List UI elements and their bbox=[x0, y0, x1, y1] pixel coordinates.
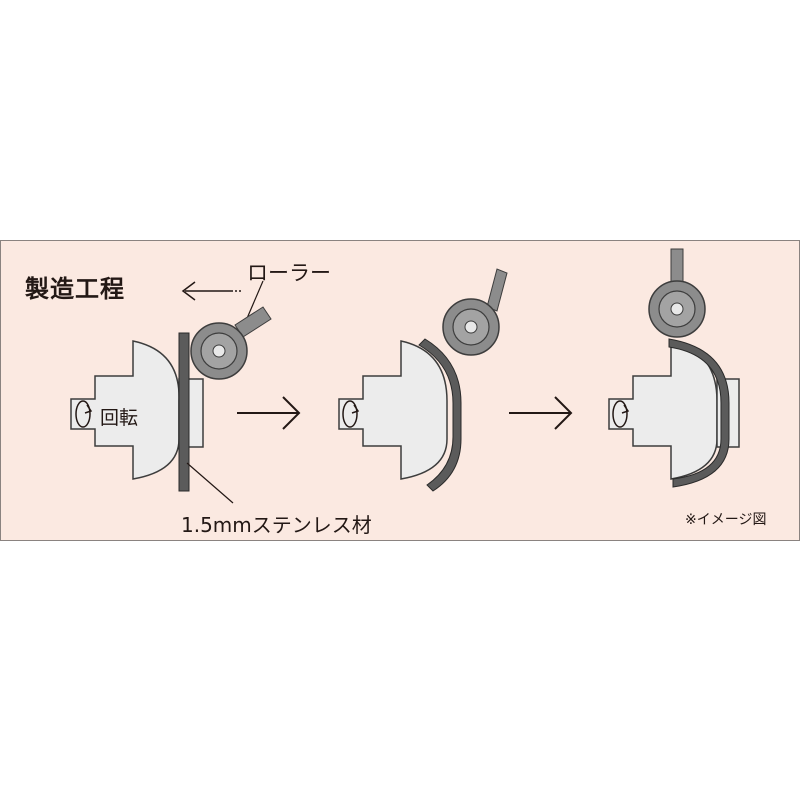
stage-3-roller bbox=[648, 248, 706, 338]
roller-arrow bbox=[181, 280, 264, 324]
rotation-label: 回転 bbox=[100, 407, 139, 429]
stage-3-stainless-sheet bbox=[668, 338, 730, 488]
stage-2-mold bbox=[338, 340, 448, 480]
stage-2-roller bbox=[442, 268, 508, 356]
stage-1-mold bbox=[70, 340, 204, 480]
material-leader-line bbox=[186, 462, 234, 504]
stage-1-stainless-sheet bbox=[178, 332, 190, 492]
process-diagram bbox=[70, 248, 740, 504]
stage-1-roller bbox=[190, 306, 272, 380]
process-diagram-panel: 製造工程 ローラー 回転 1.5mmステンレス材 ※イメージ図 bbox=[0, 240, 800, 541]
stage-3-rotation-icon bbox=[612, 400, 630, 428]
page-title: 製造工程 bbox=[25, 275, 125, 303]
stage-3 bbox=[608, 248, 740, 488]
stage-1-rotation-icon bbox=[75, 400, 93, 428]
roller-label: ローラー bbox=[247, 261, 331, 285]
stage-2-rotation-icon bbox=[342, 400, 360, 428]
process-arrow-2 bbox=[509, 396, 573, 430]
stage-1 bbox=[70, 306, 272, 504]
process-arrow-1 bbox=[237, 396, 301, 430]
stage-2 bbox=[338, 268, 508, 492]
image-note-label: ※イメージ図 bbox=[685, 512, 767, 528]
stage-2-stainless-sheet bbox=[418, 338, 462, 492]
material-label: 1.5mmステンレス材 bbox=[181, 513, 372, 537]
